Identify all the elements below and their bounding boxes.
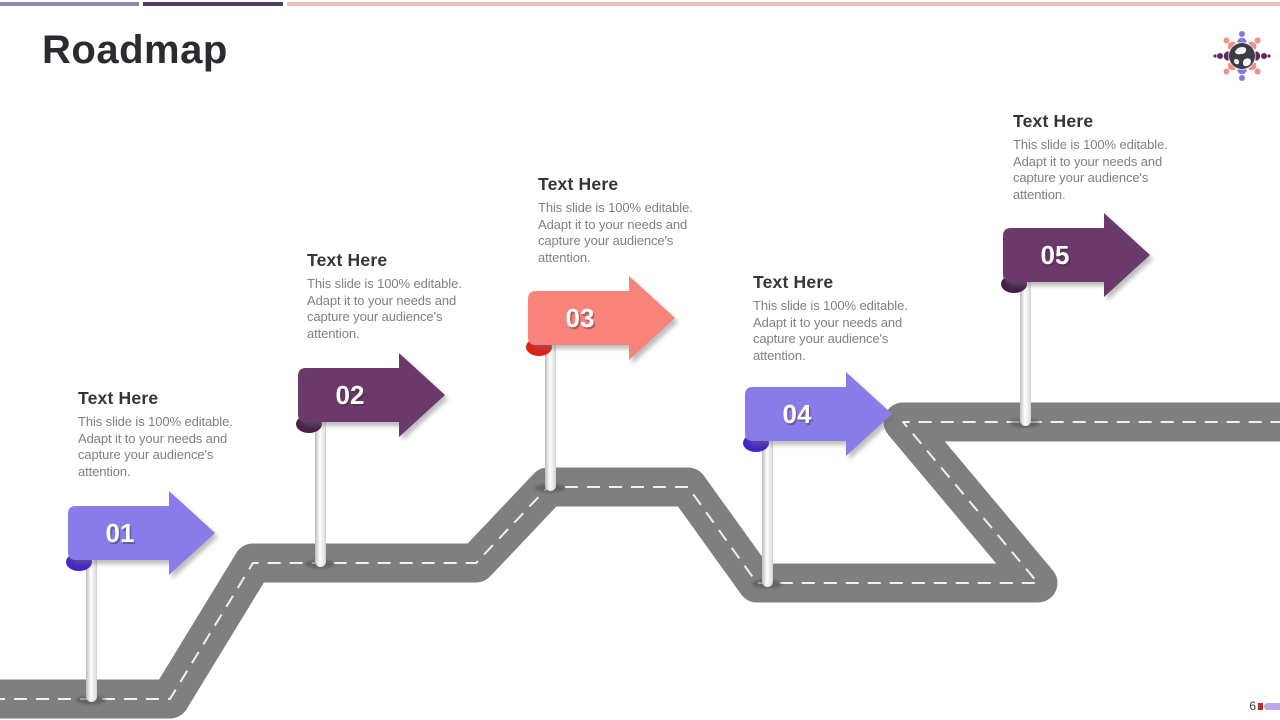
person-icon — [1248, 62, 1261, 75]
milestone-number-shadow: 04 — [784, 401, 813, 431]
arrow-sign-shape — [745, 372, 892, 456]
milestone-number: 02 — [336, 380, 365, 410]
milestone-number: 04 — [783, 399, 812, 429]
milestone-text-2[interactable]: Text Here This slide is 100% editable. A… — [307, 250, 471, 342]
page-title[interactable]: Roadmap — [42, 28, 228, 72]
signpost-pole-1 — [86, 548, 97, 702]
top-accent-bar-3 — [287, 2, 1280, 6]
milestone-number-shadow: 02 — [337, 382, 366, 412]
signpost-pole-4 — [762, 429, 773, 587]
person-icon — [1255, 51, 1267, 61]
milestone-title: Text Here — [538, 174, 619, 194]
milestone-description: This slide is 100% editable. Adapt it to… — [307, 276, 462, 341]
footer-accent-red — [1258, 703, 1263, 710]
milestone-text-1[interactable]: Text Here This slide is 100% editable. A… — [78, 388, 242, 480]
milestone-number-shadow: 03 — [567, 305, 596, 335]
globe-icon — [1229, 43, 1255, 69]
page-number: 6 — [1249, 699, 1256, 713]
arrow-sign-shape — [528, 276, 675, 360]
milestone-description: This slide is 100% editable. Adapt it to… — [1013, 137, 1168, 202]
top-accent-bar-1 — [0, 2, 139, 6]
milestone-number-shadow: 05 — [1042, 242, 1071, 272]
milestone-text-3[interactable]: Text Here This slide is 100% editable. A… — [538, 174, 702, 266]
logo-dot — [1213, 54, 1217, 58]
top-accent-bar-2 — [143, 2, 283, 6]
person-icon — [1237, 31, 1247, 43]
person-icon — [1223, 62, 1236, 75]
milestone-number: 01 — [106, 518, 135, 548]
milestone-number: 05 — [1041, 240, 1070, 270]
milestone-number: 03 — [566, 303, 595, 333]
milestone-description: This slide is 100% editable. Adapt it to… — [753, 298, 908, 363]
footer-accent-purple — [1264, 703, 1280, 710]
milestone-sign-02[interactable]: 02 02 — [293, 348, 453, 443]
road-center-dashes — [0, 421, 1280, 700]
milestone-sign-01[interactable]: 01 01 — [63, 486, 223, 581]
person-icon — [1237, 69, 1247, 81]
milestone-text-5[interactable]: Text Here This slide is 100% editable. A… — [1013, 111, 1177, 203]
arrow-sign-shape — [68, 491, 215, 575]
logo-dot — [1267, 54, 1271, 58]
milestone-title: Text Here — [78, 388, 159, 408]
milestone-title: Text Here — [1013, 111, 1094, 131]
milestone-sign-05[interactable]: 05 05 — [998, 208, 1158, 303]
arrow-sign-shape — [1003, 213, 1150, 297]
milestone-title: Text Here — [307, 250, 388, 270]
person-icon — [1217, 51, 1229, 61]
milestone-title: Text Here — [753, 272, 834, 292]
milestone-sign-03[interactable]: 03 03 — [523, 271, 683, 366]
milestone-description: This slide is 100% editable. Adapt it to… — [78, 414, 233, 479]
company-logo[interactable] — [1212, 26, 1272, 86]
milestone-text-4[interactable]: Text Here This slide is 100% editable. A… — [753, 272, 917, 364]
signpost-pole-5 — [1020, 270, 1031, 426]
signpost-pole-2 — [315, 410, 326, 567]
person-icon — [1248, 37, 1261, 50]
milestone-number-shadow: 01 — [107, 520, 136, 550]
arrow-sign-shape — [298, 353, 445, 437]
milestone-sign-04[interactable]: 04 04 — [740, 367, 900, 462]
milestone-description: This slide is 100% editable. Adapt it to… — [538, 200, 693, 265]
signpost-pole-3 — [545, 333, 556, 491]
person-icon — [1223, 37, 1236, 50]
